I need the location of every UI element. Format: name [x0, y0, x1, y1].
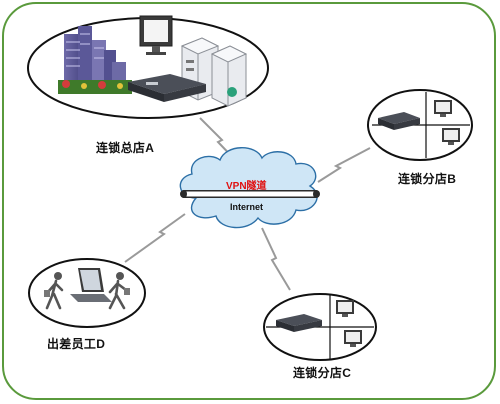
desktop-monitor-icon: [139, 15, 173, 55]
site-label-hq: 连锁总店A: [96, 141, 155, 155]
link-cloud-branch-c: [261, 227, 291, 291]
vpn-tunnel-label: VPN隧道: [226, 181, 267, 192]
internet-cloud: [179, 147, 320, 229]
laptop-icon: [70, 268, 112, 302]
site-branch-c: [263, 293, 377, 361]
site-remote-d: [28, 258, 146, 328]
desktop-monitor-icon: [344, 330, 362, 347]
link-cloud-branch-b: [317, 147, 371, 183]
desktop-monitor-icon: [336, 300, 354, 317]
site-label-branch-b: 连锁分店B: [398, 172, 457, 186]
vpn-router-icon: [378, 112, 420, 130]
site-label-branch-c: 连锁分店C: [293, 366, 352, 380]
site-hq: [27, 15, 269, 119]
server-icon: [210, 45, 248, 107]
city-buildings-icon: [58, 26, 132, 94]
internet-label: Internet: [230, 202, 264, 212]
walking-person-icon: [108, 272, 130, 310]
vpn-router-icon: [128, 74, 206, 102]
site-label-remote-d: 出差员工D: [47, 337, 106, 351]
vpn-tunnel: [180, 190, 320, 198]
vpn-router-icon: [276, 314, 322, 332]
link-cloud-remote-d: [124, 213, 186, 263]
site-branch-b: [367, 89, 473, 161]
desktop-monitor-icon: [434, 100, 452, 117]
walking-person-icon: [44, 272, 64, 310]
desktop-monitor-icon: [442, 128, 460, 145]
